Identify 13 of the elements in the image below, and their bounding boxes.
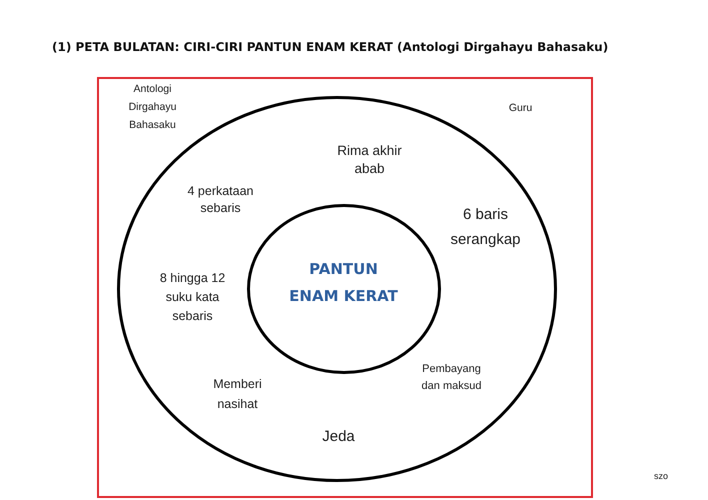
topic-title: PANTUN ENAM KERAT [289, 259, 398, 307]
border-frame [97, 77, 593, 498]
characteristic-text: Pembayang dan maksud [422, 362, 482, 394]
reference-text: Guru [508, 100, 532, 116]
page-title: (1) PETA BULATAN: CIRI-CIRI PANTUN ENAM KERAT (Antologi Dirgahayu Bahasaku) [52, 39, 608, 55]
reference-text: Antologi Dirgahayu Bahasaku [128, 82, 176, 132]
characteristic-text: 6 baris serangkap [450, 205, 521, 250]
characteristic-text: 8 hingga 12 suku kata sebaris [160, 270, 226, 325]
characteristic-text: Memberi nasihat [213, 376, 262, 412]
characteristic-text: 4 perkataan sebaris [187, 183, 254, 217]
characteristic-text: Rima akhir abab [337, 142, 402, 178]
characteristic-text: Jeda [322, 426, 355, 446]
signature-text: szo [654, 470, 668, 482]
